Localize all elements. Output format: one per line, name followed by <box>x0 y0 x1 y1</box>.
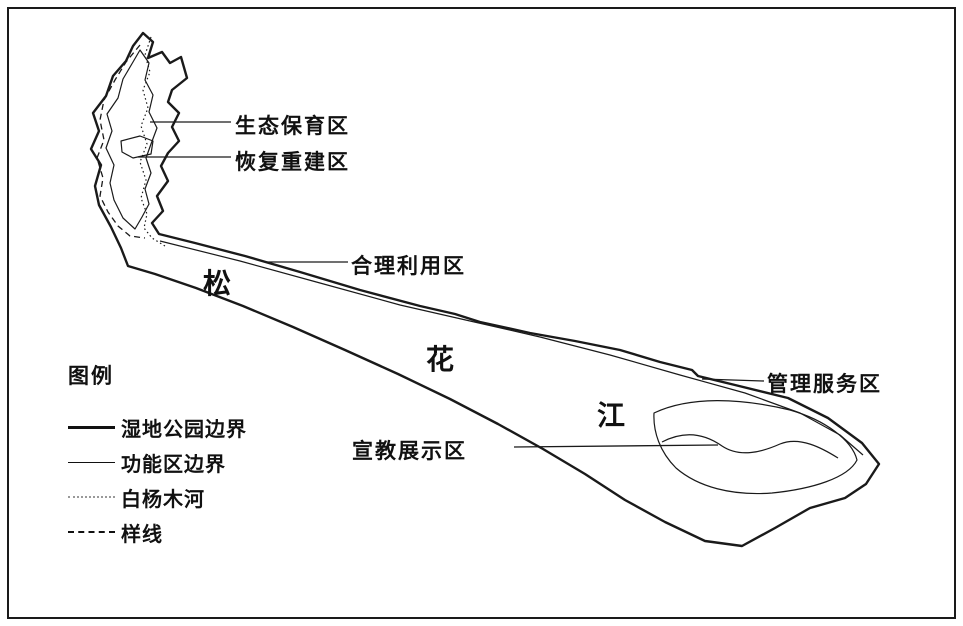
legend-item-park-boundary: 湿地公园边界 <box>68 416 308 441</box>
leader-education-display <box>513 444 719 448</box>
legend-item-baiyangmu-river: 白杨木河 <box>68 486 308 511</box>
label-education-display-zone: 宣教展示区 <box>352 440 467 463</box>
legend: 图例 湿地公园边界 功能区边界 白杨木河 样线 <box>68 360 308 556</box>
river-name-char-hua: 花 <box>426 344 455 375</box>
restoration-zone-outline <box>120 135 154 159</box>
north-zone-inner-boundary <box>105 49 158 230</box>
thin-solid-line-swatch <box>68 461 115 463</box>
legend-item-label: 样线 <box>121 523 163 546</box>
river-name-char-jiang: 江 <box>597 400 626 431</box>
legend-item-label: 功能区边界 <box>121 453 226 476</box>
label-restoration-reconstruction-zone: 恢复重建区 <box>235 151 350 174</box>
label-rational-use-zone: 合理利用区 <box>351 255 466 278</box>
education-zone-channel-line <box>661 434 839 459</box>
legend-item-label: 白杨木河 <box>121 488 205 511</box>
dotted-line-swatch <box>68 496 115 498</box>
functional-zone-boundary-line <box>159 240 864 456</box>
label-leader-lines <box>138 121 765 448</box>
baiyangmu-river-line <box>139 36 166 247</box>
legend-item-sample-transect: 样线 <box>68 521 308 546</box>
thick-solid-line-swatch <box>68 425 115 429</box>
dashed-line-swatch <box>68 531 115 533</box>
label-ecological-conservation-zone: 生态保育区 <box>235 115 350 138</box>
map-frame-border <box>7 7 956 619</box>
label-management-service-zone: 管理服务区 <box>767 373 882 396</box>
leader-management-service <box>701 378 765 382</box>
legend-title: 图例 <box>68 365 114 388</box>
legend-item-label: 湿地公园边界 <box>121 418 247 441</box>
education-zone-outline <box>653 400 858 495</box>
park-boundary-outline <box>89 31 881 548</box>
sample-transect-line <box>96 44 146 239</box>
river-name-char-song: 松 <box>203 268 232 299</box>
legend-item-functional-boundary: 功能区边界 <box>68 451 308 476</box>
